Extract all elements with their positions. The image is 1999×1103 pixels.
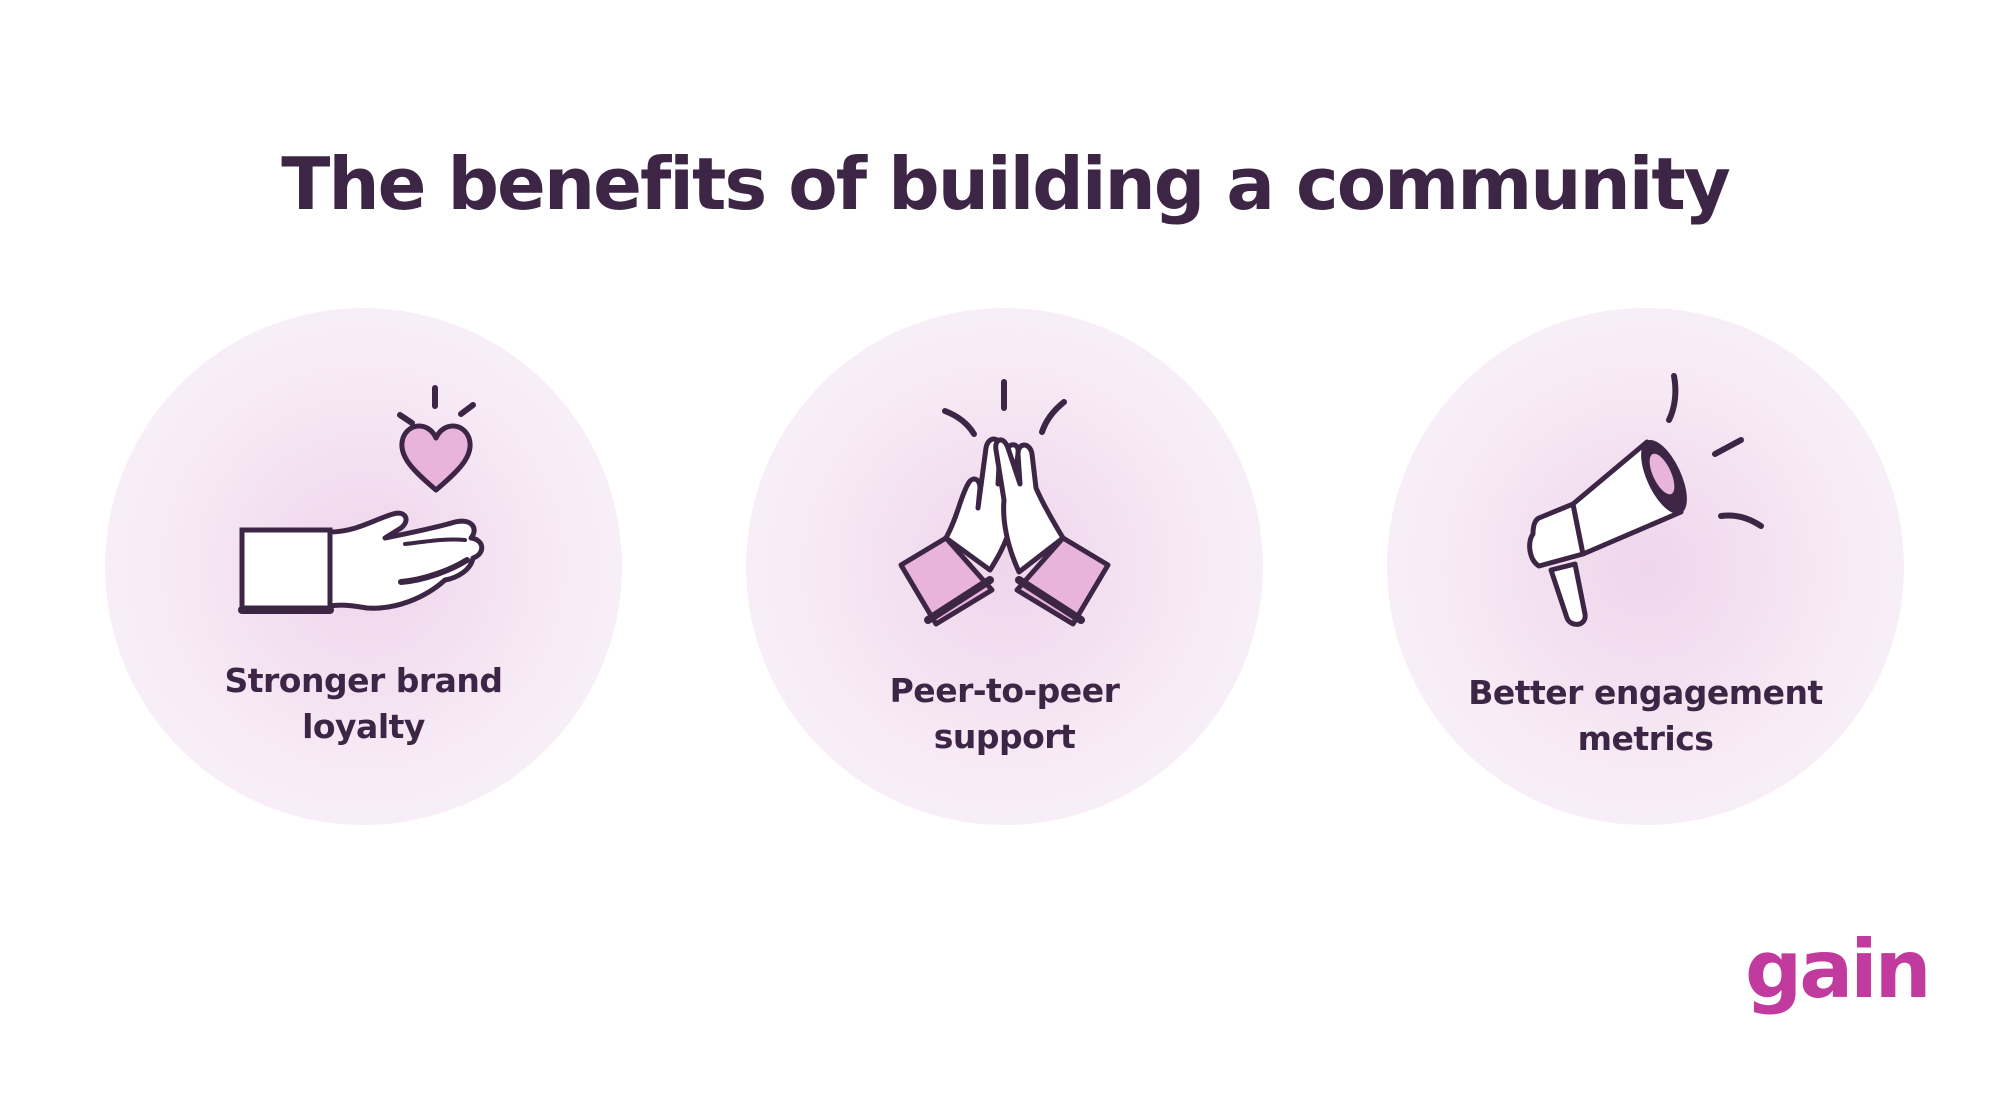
hand-giving-heart-icon — [238, 385, 485, 614]
high-five-icon — [898, 379, 1111, 627]
gain-logo: gain — [1745, 923, 1932, 1016]
page-title: The benefits of building a community — [281, 142, 1731, 227]
megaphone-icon — [1527, 373, 1764, 627]
